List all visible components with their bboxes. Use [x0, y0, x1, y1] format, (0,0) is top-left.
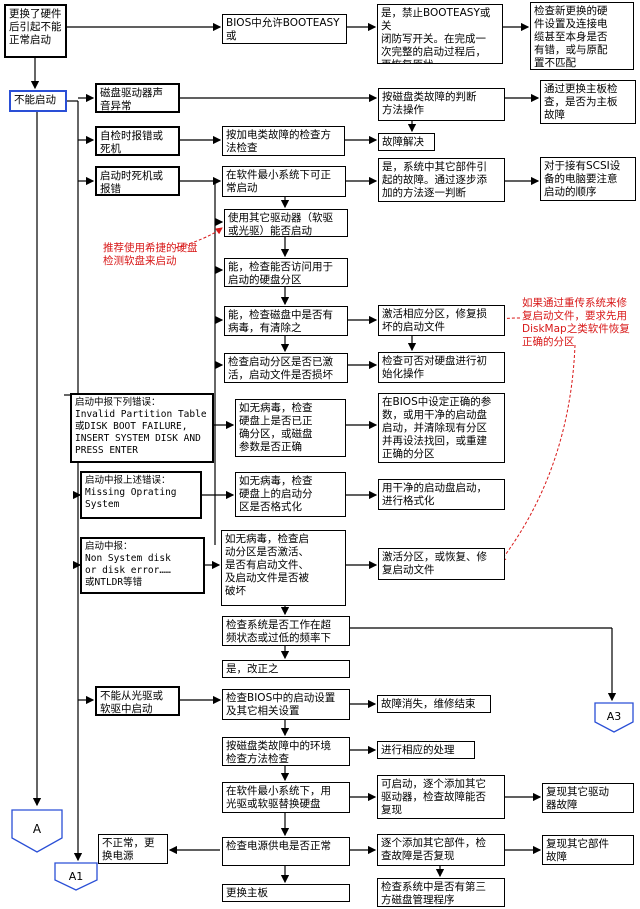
disk-fault-judge-box: 按磁盘类故障的判断 方法操作: [378, 88, 505, 121]
boot-crash-box: 启动时死机或 报错: [95, 166, 180, 196]
check-boot-files-box: 检查启动分区是否已激 活，启动文件是否损坏: [224, 353, 348, 383]
missing-os-box: 启动中报上述错误： Missing Oprating System: [80, 471, 202, 519]
connector-a3-shape: [594, 702, 634, 733]
init-disk-box: 检查可否对硬盘进行初 始化操作: [378, 352, 505, 383]
self-test-crash-box: 自检时报错或 死机: [95, 126, 180, 156]
power-fault-check-box: 按加电类故障的检查方 法检查: [222, 126, 345, 156]
can-boot-add-box: 可启动，逐个添加其它 驱动器，检查故障能否 复现: [377, 775, 505, 819]
other-drive-fault-box: 复现其它驱动 器故障: [542, 783, 634, 813]
replace-mainboard-box: 更换主板: [222, 884, 350, 902]
check-new-hw-box: 检查新更换的硬 件设置及连接电 缆甚至本身是否 有错，或与原配 置不匹配: [530, 2, 634, 70]
cd-floppy-boot-box: 不能从光驱或 软驱中启动: [95, 686, 180, 716]
virus-check-box: 能，检查磁盘中是否有 病毒，有清除之: [224, 306, 348, 336]
third-party-box: 检查系统中是否有第三 方磁盘管理程序: [377, 878, 505, 907]
fault-gone-box: 故障消失，维修结束: [377, 695, 491, 713]
scsi-note-box: 对于接有SCSI设 备的电脑要注意 启动的顺序: [540, 157, 636, 201]
no-virus-partition-box: 如无病毒，检查 硬盘上是否已正 确分区，或磁盘 参数是否正确: [235, 399, 346, 457]
red-note-left: 推荐使用希捷的硬盘 检测软盘来启动: [103, 242, 198, 267]
yes-booteasy-box: 是，禁止BOOTEASY或关 闭防写开关。在完成一 次完整的启动过程后， 再恢复…: [377, 4, 503, 64]
disk-env-check-box: 按磁盘类故障中的环境 检查方法检查: [222, 737, 350, 766]
check-power-box: 检查电源供电是否正常: [222, 837, 350, 866]
fault-solved-box: 故障解决: [378, 133, 435, 151]
min-system-box: 在软件最小系统下可正 常启动: [222, 166, 346, 197]
formatted-check-box: 如无病毒，检查 硬盘上的启动分 区是否格式化: [235, 472, 346, 517]
connector-a-shape: [11, 809, 63, 853]
connector-a1: A1: [69, 870, 84, 883]
other-part-fault-box: 复现其它部件 故障: [542, 835, 634, 865]
connector-a1-shape: [54, 862, 98, 891]
error-list-box: 启动中报下列错误： Invalid Partition Table 或DISK …: [70, 393, 214, 463]
other-drive-boot-box: 使用其它驱动器（软驱 或光驱）能否启动: [224, 209, 348, 237]
replace-board-box: 通过更换主板检 查，是否为主板 故障: [540, 80, 636, 124]
activate-restore-box: 激活分区，或恢复、修 复启动文件: [378, 548, 505, 580]
red-note-right: 如果通过重传系统来修 复启动文件，要求先用 DiskMap之类软件恢复 正确的分…: [522, 297, 630, 348]
yes-other-parts-box: 是，系统中其它部件引 起的故障。通过逐步添 加的方法逐一判断: [378, 158, 505, 202]
non-system-disk-box: 启动中报： Non System disk or disk error…… 或N…: [80, 537, 205, 594]
min-sys-replace-box: 在软件最小系统下，用 光驱或软驱替换硬盘: [222, 782, 350, 813]
activate-partition-box: 激活相应分区，修复损 坏的启动文件: [378, 305, 505, 336]
access-partition-box: 能，检查能否访问用于 启动的硬盘分区: [224, 258, 348, 287]
bios-params-box: 在BIOS中设定正确的参 数，或用干净的启动盘 启动，并清除现有分区 并再设法找…: [378, 393, 505, 463]
abnormal-power-box: 不正常，更 换电源: [98, 834, 168, 864]
boot-partition-active-box: 如无病毒，检查启 动分区是否激活、 是否有启动文件、 及启动文件是否被 破坏: [221, 530, 346, 606]
disk-noise-box: 磁盘驱动器声 音异常: [95, 83, 180, 113]
add-parts-box: 逐个添加其它部件，检 查故障是否复现: [377, 834, 505, 866]
connector-a3: A3: [607, 710, 622, 723]
connector-a: A: [33, 822, 42, 836]
cannot-boot-box: 不能启动: [9, 90, 67, 112]
clean-boot-format-box: 用干净的启动盘启动， 进行格式化: [378, 479, 505, 510]
yes-fix-box: 是，改正之: [222, 660, 350, 678]
bios-booteasy-box: BIOS中允许BOOTEASY或 防写开关打开: [222, 14, 347, 44]
do-process-box: 进行相应的处理: [377, 741, 475, 759]
bios-boot-settings-box: 检查BIOS中的启动设置 及其它相关设置: [222, 689, 350, 720]
start-box: 更换了硬件 后引起不能 正常启动: [4, 4, 67, 58]
overclock-check-box: 检查系统是否工作在超 频状态或过低的频率下: [222, 616, 350, 646]
